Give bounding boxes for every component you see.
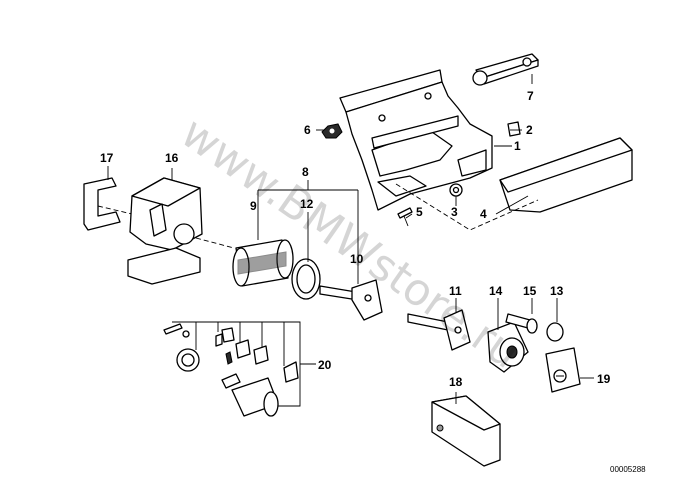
part-14-round-lock: [487, 321, 529, 373]
leader-lines: [107, 74, 594, 407]
callout-14: 14: [489, 284, 503, 298]
part-1-handle-bracket: [339, 69, 493, 211]
callout-17: 17: [100, 151, 114, 165]
part-6-nut: [321, 123, 343, 139]
callout-5: 5: [416, 205, 423, 219]
callout-9: 9: [250, 199, 257, 213]
part-16-lock-housing: [127, 177, 203, 285]
callout-1: 1: [514, 139, 521, 153]
part-4-handle-cover: [499, 137, 633, 213]
callout-20: 20: [318, 358, 332, 372]
part-3-grommet: [449, 183, 463, 197]
assembly-guide-lines: [97, 183, 539, 249]
callout-10: 10: [350, 252, 364, 266]
part-17-u-clip: [83, 177, 121, 231]
callout-11: 11: [449, 284, 462, 298]
callout-16: 16: [165, 151, 179, 165]
callout-19: 19: [597, 372, 611, 386]
callout-3: 3: [451, 205, 458, 219]
part-5-screw: [397, 207, 413, 227]
part-9-lock-cylinder: [232, 239, 294, 287]
part-2-clip: [507, 121, 521, 137]
part-18-plate: [431, 395, 501, 467]
callout-8: 8: [302, 165, 309, 179]
document-number: 00005288: [610, 465, 646, 474]
callout-labels: 1 2 3 4 5 6 7 8 9 10 11 12 13 14 15 16 1…: [100, 89, 611, 389]
part-12-ring-seal: [291, 258, 321, 300]
part-15-pin: [505, 313, 538, 334]
callout-15: 15: [523, 284, 537, 298]
callout-7: 7: [527, 89, 534, 103]
callout-4: 4: [480, 207, 487, 221]
part-7-bracket: [472, 53, 539, 86]
callout-6: 6: [304, 123, 311, 137]
callout-12: 12: [300, 197, 314, 211]
part-10-key: [319, 279, 383, 321]
callout-18: 18: [449, 375, 463, 389]
callout-2: 2: [526, 123, 533, 137]
part-11-key: [407, 309, 471, 351]
callout-13: 13: [550, 284, 564, 298]
part-20-lock-components: [163, 323, 299, 417]
part-19-latch-plate: [545, 347, 581, 393]
part-13-cap: [546, 322, 564, 342]
